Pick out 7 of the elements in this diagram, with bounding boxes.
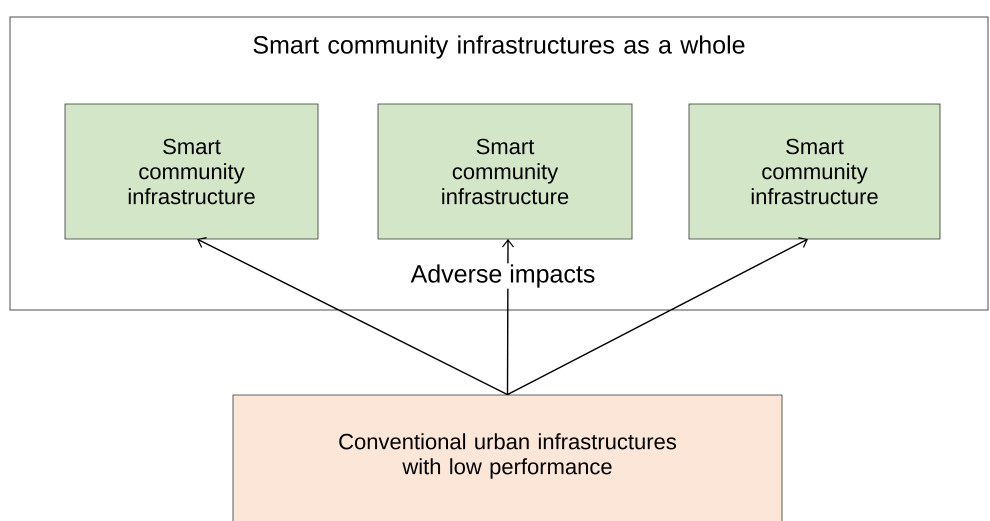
infrastructure-box: Smart community infrastructure <box>688 104 940 240</box>
infrastructure-box: Smart community infrastructure <box>64 104 318 240</box>
arrow <box>507 237 808 396</box>
arrow <box>197 237 508 396</box>
edge-label: Adverse impacts <box>410 263 596 289</box>
infrastructure-box: Smart community infrastructure <box>378 104 632 240</box>
infrastructure-box: Conventional urban infrastructures with low performance <box>232 394 782 521</box>
